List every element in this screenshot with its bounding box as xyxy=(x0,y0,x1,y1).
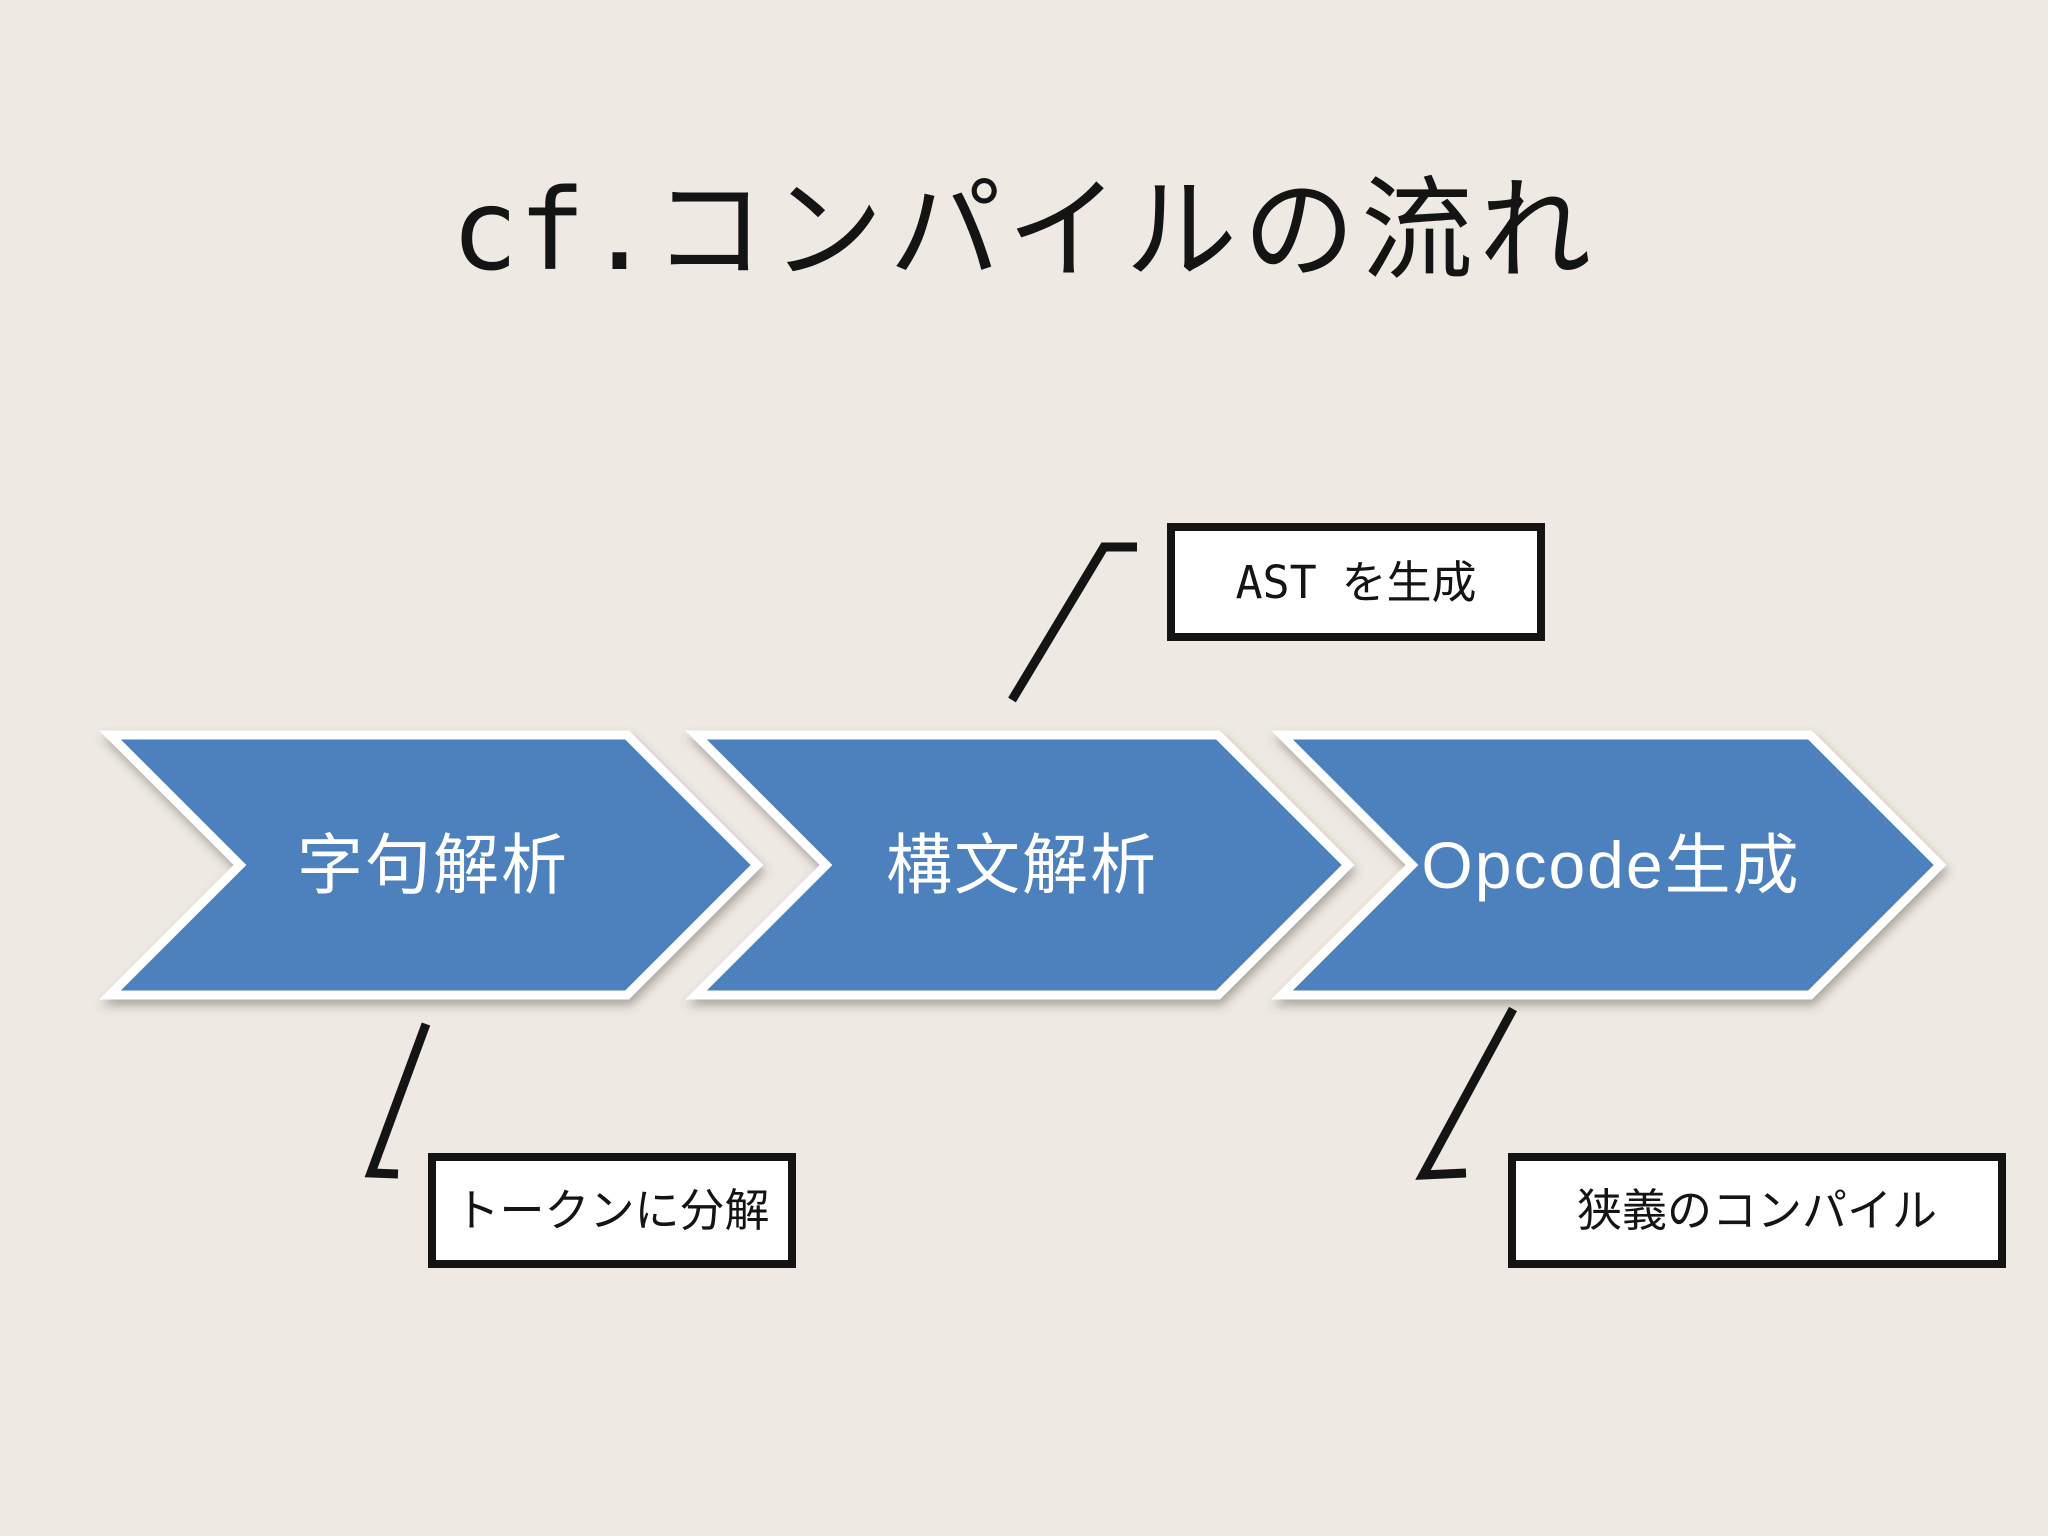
callout-ast-box: AST を生成 xyxy=(1167,523,1545,641)
arrow-label-opcode-generation: Opcode生成 xyxy=(1421,828,1801,902)
leader-line-compile xyxy=(1415,1006,1517,1180)
callout-ast-prefix: AST xyxy=(1235,555,1317,609)
callout-narrow-compile-text: 狭義のコンパイル xyxy=(1576,1185,1937,1236)
callout-tokens-text: トークンに分解 xyxy=(454,1185,770,1236)
callout-narrow-compile-box: 狭義のコンパイル xyxy=(1508,1153,2006,1268)
callout-tokens-box: トークンに分解 xyxy=(428,1153,796,1268)
arrow-label-syntax-analysis: 構文解析 xyxy=(886,828,1158,902)
title-prefix: cf. xyxy=(450,166,654,297)
callout-ast-text: を生成 xyxy=(1341,556,1477,608)
page-title: cf.コンパイルの流れ xyxy=(0,158,2048,305)
chevron-opcode-generation xyxy=(1271,730,1947,1000)
leader-line-tokens xyxy=(364,1022,431,1179)
arrow-label-lexical-analysis: 字句解析 xyxy=(297,828,569,902)
chevron-syntax-analysis xyxy=(685,730,1355,1000)
chevron-lexical-analysis xyxy=(99,730,764,1000)
leader-line-ast xyxy=(1008,542,1137,703)
title-main: コンパイルの流れ xyxy=(653,168,1598,294)
